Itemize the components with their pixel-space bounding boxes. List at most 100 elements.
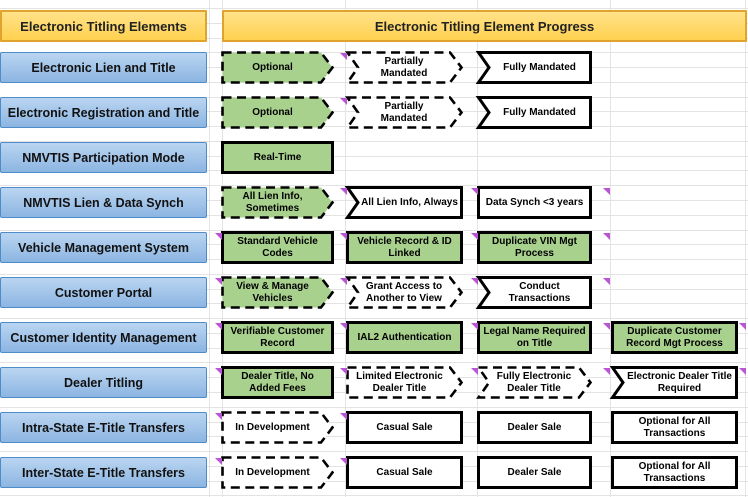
progress-shape-stream[interactable]: Partially Mandated [345, 96, 464, 129]
progress-shape-label: All Lien Info, Always [361, 196, 458, 208]
progress-shape-notch[interactable]: Fully Mandated [475, 96, 592, 129]
comment-indicator-icon [340, 53, 347, 60]
progress-shape-rect[interactable]: Optional for All Transactions [611, 411, 738, 444]
progress-shape-pentagon[interactable]: View & Manage Vehicles [221, 276, 335, 309]
progress-shape-label: Optional for All Transactions [638, 415, 711, 439]
progress-shape-rect[interactable]: IAL2 Authentication [346, 321, 463, 354]
gridline [0, 8, 748, 9]
gridline [610, 0, 611, 497]
comment-indicator-icon [603, 368, 610, 375]
header-element-progress[interactable]: Electronic Titling Element Progress [222, 10, 747, 42]
row-header[interactable]: NMVTIS Participation Mode [0, 142, 207, 173]
row-header[interactable]: Customer Portal [0, 277, 207, 308]
progress-shape-label: Legal Name Required on Title [483, 325, 586, 349]
progress-shape-notch[interactable]: Conduct Transactions [475, 276, 592, 309]
row-header-label: Customer Portal [54, 285, 153, 300]
progress-shape-notch[interactable]: All Lien Info, Always [344, 186, 463, 219]
progress-shape-rect[interactable]: Duplicate Customer Record Mgt Process [611, 321, 738, 354]
progress-shape-label: Vehicle Record & ID Linked [357, 235, 452, 259]
gridline [0, 141, 748, 142]
progress-shape-label: Fully Electronic Dealer Title [496, 370, 572, 394]
progress-shape-rect[interactable]: Optional for All Transactions [611, 456, 738, 489]
progress-shape-label: Dealer Title, No Added Fees [241, 370, 314, 394]
progress-shape-label: Standard Vehicle Codes [237, 235, 318, 259]
comment-indicator-icon [340, 413, 347, 420]
progress-shape-label: Fully Mandated [503, 61, 576, 73]
comment-indicator-icon [340, 278, 347, 285]
progress-shape-pentagon[interactable]: In Development [221, 456, 335, 489]
row-header[interactable]: Electronic Registration and Title [0, 97, 207, 128]
progress-shape-label: All Lien Info, Sometimes [242, 190, 303, 214]
header-element-progress-label: Electronic Titling Element Progress [374, 18, 595, 34]
progress-shape-label: In Development [235, 421, 310, 433]
progress-shape-label: Real-Time [253, 151, 302, 163]
gridline [745, 0, 746, 497]
progress-shape-rect[interactable]: Casual Sale [346, 456, 463, 489]
gridline [345, 0, 346, 497]
comment-indicator-icon [340, 233, 347, 240]
progress-shape-notch[interactable]: Fully Mandated [475, 51, 592, 84]
comment-indicator-icon [340, 323, 347, 330]
comment-indicator-icon [340, 368, 347, 375]
progress-shape-rect[interactable]: Casual Sale [346, 411, 463, 444]
progress-shape-label: Duplicate Customer Record Mgt Process [626, 325, 723, 349]
comment-indicator-icon [603, 233, 610, 240]
progress-shape-label: Electronic Dealer Title Required [627, 370, 732, 394]
progress-shape-rect[interactable]: Legal Name Required on Title [477, 321, 592, 354]
progress-shape-stream[interactable]: Fully Electronic Dealer Title [476, 366, 593, 399]
progress-shape-label: Grant Access to Another to View [365, 280, 443, 304]
progress-shape-label: Partially Mandated [380, 100, 428, 124]
row-header-label: NMVTIS Lien & Data Synch [23, 195, 184, 210]
row-header[interactable]: Inter-State E-Title Transfers [0, 457, 207, 488]
progress-shape-pentagon[interactable]: In Development [221, 411, 335, 444]
gridline [0, 156, 748, 157]
progress-shape-label: Conduct Transactions [508, 280, 571, 304]
progress-shape-rect[interactable]: Dealer Sale [477, 456, 592, 489]
progress-shape-notch[interactable]: Electronic Dealer Title Required [609, 366, 738, 399]
row-header[interactable]: NMVTIS Lien & Data Synch [0, 187, 207, 218]
comment-indicator-icon [739, 368, 746, 375]
gridline [0, 318, 748, 319]
comment-indicator-icon [340, 458, 347, 465]
comment-indicator-icon [471, 233, 478, 240]
progress-shape-rect[interactable]: Dealer Title, No Added Fees [221, 366, 334, 399]
progress-shape-rect[interactable]: Real-Time [221, 141, 334, 174]
comment-indicator-icon [340, 98, 347, 105]
progress-shape-rect[interactable]: Dealer Sale [477, 411, 592, 444]
comment-indicator-icon [215, 368, 222, 375]
progress-shape-rect[interactable]: Vehicle Record & ID Linked [346, 231, 463, 264]
comment-indicator-icon [603, 278, 610, 285]
progress-shape-pentagon[interactable]: Optional [221, 96, 335, 129]
row-header[interactable]: Vehicle Management System [0, 232, 207, 263]
row-header[interactable]: Dealer Titling [0, 367, 207, 398]
progress-shape-label: Partially Mandated [380, 55, 428, 79]
progress-shape-rect[interactable]: Data Synch <3 years [477, 186, 592, 219]
progress-shape-label: Casual Sale [376, 421, 433, 433]
progress-shape-stream[interactable]: Partially Mandated [345, 51, 464, 84]
progress-shape-label: Dealer Sale [507, 466, 562, 478]
progress-shape-rect[interactable]: Verifiable Customer Record [221, 321, 334, 354]
progress-shape-pentagon[interactable]: Optional [221, 51, 335, 84]
progress-shape-label: Verifiable Customer Record [230, 325, 325, 349]
row-header-label: Inter-State E-Title Transfers [21, 465, 185, 480]
gridline [0, 274, 748, 275]
gridline [0, 230, 748, 231]
comment-indicator-icon [215, 413, 222, 420]
comment-indicator-icon [471, 368, 478, 375]
row-header[interactable]: Electronic Lien and Title [0, 52, 207, 83]
progress-shape-rect[interactable]: Duplicate VIN Mgt Process [477, 231, 592, 264]
header-titling-elements[interactable]: Electronic Titling Elements [0, 10, 207, 42]
row-header[interactable]: Intra-State E-Title Transfers [0, 412, 207, 443]
comment-indicator-icon [739, 323, 746, 330]
row-header[interactable]: Customer Identity Management [0, 322, 207, 353]
gridline [0, 495, 748, 496]
progress-shape-pentagon[interactable]: All Lien Info, Sometimes [221, 186, 335, 219]
progress-shape-label: Fully Mandated [503, 106, 576, 118]
progress-shape-stream[interactable]: Grant Access to Another to View [345, 276, 464, 309]
progress-shape-label: Limited Electronic Dealer Title [356, 370, 443, 394]
progress-shape-label: View & Manage Vehicles [236, 280, 309, 304]
gridline [0, 170, 748, 171]
progress-shape-pentagon[interactable]: Limited Electronic Dealer Title [346, 366, 464, 399]
progress-shape-rect[interactable]: Standard Vehicle Codes [221, 231, 334, 264]
